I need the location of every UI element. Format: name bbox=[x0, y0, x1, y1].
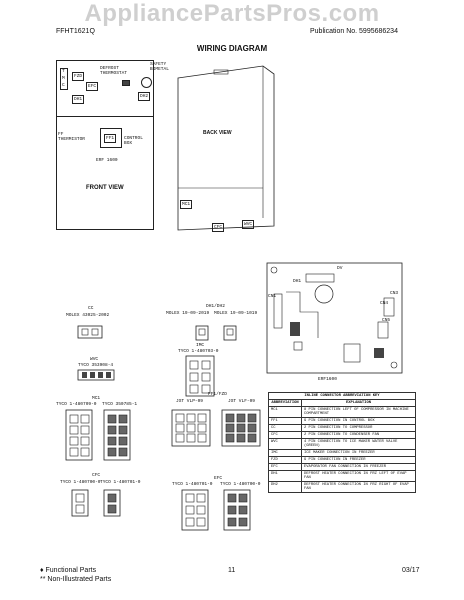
key-expl: DEFROST HEATER CONNECTION IN FRZ RIGHT O… bbox=[301, 481, 416, 493]
cfc-connector: CFC bbox=[212, 223, 225, 232]
model-number: FFHT1621Q bbox=[56, 28, 95, 35]
key-expl: 2 PIN CONNECTION TO COMPRESSOR bbox=[301, 424, 416, 432]
page-title: WIRING DIAGRAM bbox=[196, 44, 268, 53]
ff-part-2: JST VLF-09 bbox=[228, 399, 256, 404]
cfc-label: CFC bbox=[92, 473, 101, 478]
side-label-t: T bbox=[62, 69, 65, 74]
key-expl: 9 PIN CONNECTION IN FREEZER bbox=[301, 456, 416, 464]
key-abbr: WVC bbox=[268, 438, 302, 450]
key-expl: 9 PIN CONNECTION IN CONTROL BOX bbox=[301, 417, 416, 425]
key-expl: DEFROST HEATER CONNECTION IN FRZ LEFT OF… bbox=[301, 470, 416, 482]
side-label-m: M bbox=[62, 76, 65, 81]
mc1-part-1: TYCO 1-480709-0 bbox=[56, 402, 97, 407]
cfc-part-2: TYCO 1-480701-0 bbox=[100, 480, 141, 485]
board-dh1-label: DH1 bbox=[293, 279, 302, 284]
safety-bimetal-icon bbox=[141, 77, 152, 88]
key-abbr: CC bbox=[268, 424, 302, 432]
front-view-cabinet bbox=[56, 60, 154, 230]
ff1-connector: FF1 bbox=[104, 134, 117, 143]
key-abbr: FF1 bbox=[268, 417, 302, 425]
ff-thermistor-label: FF THERMISTOR bbox=[58, 132, 86, 142]
key-expl: EVAPORATOR FAN CONNECTION IN FREEZER bbox=[301, 463, 416, 471]
revision-date: 03/17 bbox=[402, 567, 420, 574]
key-abbr: IMC bbox=[268, 449, 302, 457]
control-box-label: CONTROL BOX bbox=[124, 136, 143, 146]
cc-label: CC bbox=[88, 306, 94, 311]
wvc-connector: WVC bbox=[242, 220, 255, 229]
control-box bbox=[100, 128, 122, 148]
front-view-caption: FRONT VIEW bbox=[86, 185, 124, 191]
key-abbr: DH1 bbox=[268, 470, 302, 482]
board-cn5-label: CN5 bbox=[382, 318, 391, 323]
wvc-part: TYCO 353908-4 bbox=[78, 363, 114, 368]
dh1-connector: DH1 bbox=[72, 95, 85, 104]
board-cn1-label: CN1 bbox=[268, 294, 277, 299]
key-title: INLINE CONNECTOR ABBREVIATION KEY bbox=[268, 392, 416, 400]
abbreviation-key: INLINE CONNECTOR ABBREVIATION KEY ABBREV… bbox=[268, 392, 416, 493]
key-abbr: DH2 bbox=[268, 481, 302, 493]
safety-bimetal-label: SAFETY BIMETAL bbox=[150, 62, 169, 72]
dh2-connector: DH2 bbox=[138, 92, 151, 101]
board-cn4-label: CN4 bbox=[380, 301, 389, 306]
functional-parts-note: ♦ Functional Parts bbox=[40, 567, 97, 574]
key-expl: 4 PIN CONNECTION TO ICE MAKER WATER VALV… bbox=[301, 438, 416, 450]
key-abbr: EFC bbox=[268, 463, 302, 471]
dh-label: DH1/DH2 bbox=[206, 304, 225, 309]
dh-part-1: MOLEX 19-09-2019 bbox=[166, 311, 210, 316]
efc-part-2: TYCO 1-480700-0 bbox=[220, 482, 261, 487]
abbreviation-key-table: INLINE CONNECTOR ABBREVIATION KEY ABBREV… bbox=[268, 392, 416, 493]
key-header-expl: EXPLANATION bbox=[301, 399, 416, 407]
fzd-connector: FZD bbox=[72, 72, 85, 81]
erf-label: ERF 1600 bbox=[96, 158, 118, 163]
defrost-thermostat-icon bbox=[122, 80, 130, 86]
non-illustrated-note: ** Non-Illustrated Parts bbox=[40, 576, 112, 583]
key-expl: ICE MAKER CONNECTION IN FREEZER bbox=[301, 449, 416, 457]
cfc-part-1: TYCO 1-480700-0 bbox=[60, 480, 101, 485]
efc-connector: EFC bbox=[86, 82, 99, 91]
ff-label: FF1/FZD bbox=[208, 392, 227, 397]
page-number: 11 bbox=[228, 567, 236, 574]
efc-label: EFC bbox=[214, 476, 223, 481]
front-view-divider bbox=[56, 116, 154, 117]
board-dv-label: DV bbox=[337, 266, 343, 271]
back-view-drawing bbox=[177, 65, 275, 231]
mc1-connector: MC1 bbox=[180, 200, 193, 209]
key-abbr: CFC bbox=[268, 431, 302, 439]
side-label-box bbox=[60, 68, 68, 90]
board-cn3-label: CN3 bbox=[390, 291, 399, 296]
mc1-label: MC1 bbox=[92, 396, 101, 401]
back-view-caption: BACK VIEW bbox=[203, 130, 232, 136]
defrost-thermostat-label: DEFROST THERMOSTAT bbox=[100, 66, 128, 76]
key-header-abbr: ABBREVIATION bbox=[268, 399, 302, 407]
control-board bbox=[266, 262, 403, 374]
efc-part-1: TYCO 1-480701-0 bbox=[172, 482, 213, 487]
key-expl: 8 PIN CONNECTION LEFT OF COMPRESSOR IN M… bbox=[301, 406, 416, 418]
key-abbr: MC1 bbox=[268, 406, 302, 418]
wvc-label: WVC bbox=[90, 357, 99, 362]
dh-part-2: MOLEX 19-09-1019 bbox=[214, 311, 258, 316]
imc-part: TYCO 1-480703-0 bbox=[178, 349, 219, 354]
mc1-part-2: TYCO 350785-1 bbox=[102, 402, 138, 407]
cc-part: MOLEX 43025-2002 bbox=[66, 313, 110, 318]
board-erf-label: ERF1600 bbox=[318, 377, 337, 382]
ff-part-1: JST VLP-09 bbox=[176, 399, 204, 404]
side-label-c: C bbox=[62, 83, 65, 88]
key-abbr: FZD bbox=[268, 456, 302, 464]
publication-number: Publication No. 5995686234 bbox=[310, 28, 398, 35]
imc-label: IMC bbox=[196, 343, 205, 348]
watermark: AppliancePartsPros.com bbox=[84, 0, 380, 27]
key-expl: 2 PIN CONNECTION TO CONDENSER FAN bbox=[301, 431, 416, 439]
